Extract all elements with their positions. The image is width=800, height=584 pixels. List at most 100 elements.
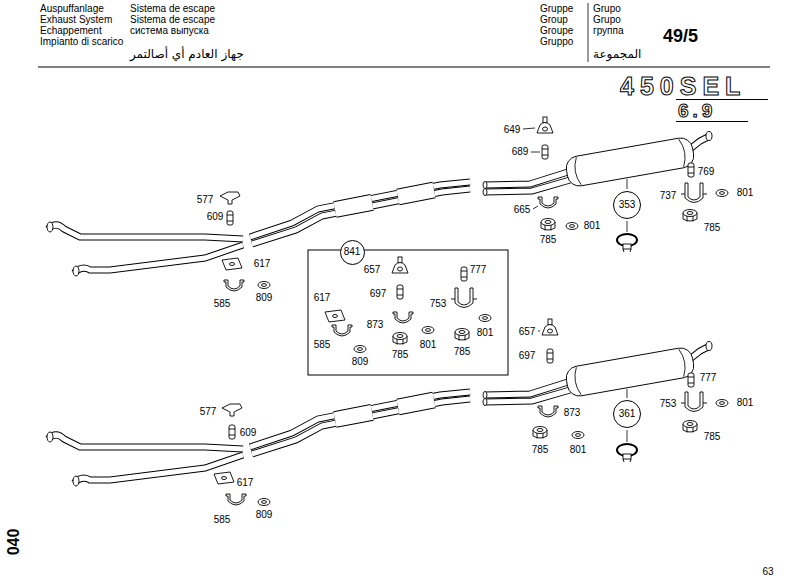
muffler	[564, 136, 695, 188]
group-number: 49/5	[663, 27, 698, 45]
front-pipe	[74, 245, 243, 273]
header-text: Exhaust System	[40, 15, 112, 25]
resonator	[398, 190, 434, 197]
header-text: جهاز العادم أي أصالتمر	[130, 48, 244, 60]
hanger	[222, 404, 242, 416]
callout-number: 785	[539, 235, 558, 245]
rubber-pin	[461, 267, 467, 281]
pipe-clamp	[538, 197, 558, 208]
leader-line	[627, 389, 628, 398]
leader-line	[533, 206, 538, 209]
washer	[258, 499, 270, 506]
callout-number: 777	[469, 265, 488, 275]
callout-number: 697	[369, 289, 388, 299]
callout-number: 873	[366, 320, 385, 330]
pipe-end	[483, 182, 487, 189]
callout-number: 585	[213, 299, 232, 309]
leader-line	[523, 128, 535, 129]
rubber-mount	[537, 117, 553, 133]
emblem-line	[676, 99, 768, 100]
nut	[455, 329, 469, 341]
middle-pipe	[252, 189, 470, 244]
leader-line	[627, 430, 628, 442]
rubber-pin	[229, 425, 235, 439]
callout-number: 785	[703, 432, 722, 442]
callout-number: 585	[313, 340, 332, 350]
header-text: Auspuffanlage	[40, 4, 104, 14]
nut	[533, 427, 547, 439]
nut	[541, 219, 555, 231]
exhaust-line	[47, 132, 712, 277]
nut	[683, 421, 697, 433]
leader-line	[538, 331, 540, 332]
callout-number: 737	[659, 191, 678, 201]
inlet-pipe	[484, 180, 570, 192]
callout-number: 617	[253, 259, 272, 269]
nut	[393, 333, 407, 345]
callout-number: 801	[476, 328, 495, 338]
callout-number: 841	[344, 247, 361, 257]
front-pipe	[48, 225, 243, 239]
callout-number: 577	[196, 195, 215, 205]
callout-number: 585	[213, 515, 232, 525]
callout-number: 753	[429, 299, 448, 309]
callout-number: 769	[697, 167, 716, 177]
callout-number: 617	[236, 478, 255, 488]
column-divider	[588, 3, 589, 62]
callout-number: 577	[199, 407, 218, 417]
washer	[354, 346, 366, 353]
pipe-clamp	[538, 406, 558, 417]
pipe-end	[483, 189, 487, 196]
washer	[566, 223, 578, 230]
u-bracket	[451, 288, 477, 308]
u-bracket	[681, 183, 707, 203]
ring-clamp	[617, 234, 637, 252]
pipe-clamp	[226, 494, 246, 505]
pipe-flange	[47, 222, 53, 232]
callout-number: 785	[391, 350, 410, 360]
front-pipe	[48, 225, 243, 239]
header-rule	[38, 67, 770, 68]
callout-number: 809	[255, 293, 274, 303]
callout-number: 753	[659, 399, 678, 409]
resonator	[398, 190, 434, 197]
header-text: Group	[540, 15, 568, 25]
callout-number: 801	[569, 445, 588, 455]
pipe-clamp	[224, 280, 244, 291]
header-text: Grupo	[593, 15, 621, 25]
callout-number: 617	[313, 293, 332, 303]
pipe-clamp	[393, 312, 413, 323]
model-emblem: 6.9	[678, 101, 716, 120]
callout-number: 657	[518, 327, 537, 337]
front-pipe	[74, 245, 243, 273]
rubber-pin	[688, 163, 694, 177]
rubber-mount	[392, 257, 408, 273]
header-text: Gruppe	[540, 4, 573, 14]
callout-number: 809	[351, 357, 370, 367]
callout-number: 785	[703, 223, 722, 233]
callout-number: 609	[206, 212, 225, 222]
bracket	[214, 472, 234, 484]
resonator	[335, 202, 372, 209]
leader-line	[531, 152, 540, 153]
bracket	[325, 310, 345, 322]
rubber-pin	[542, 145, 548, 159]
u-bracket	[681, 392, 707, 412]
leader-line	[627, 179, 628, 189]
page-number: 63	[762, 567, 773, 577]
muffler-seam	[573, 157, 581, 185]
callout-number: 809	[255, 510, 274, 520]
washer	[422, 327, 434, 334]
nut	[683, 210, 697, 222]
callout-number: 689	[511, 147, 530, 157]
exhaust-line	[47, 342, 712, 487]
washer	[716, 190, 728, 197]
header-text: Echappement	[40, 26, 102, 36]
leader-line	[627, 221, 628, 232]
model-emblem: 450SEL	[620, 74, 746, 99]
header-text: Impianto di scarico	[40, 37, 123, 47]
rubber-pin	[397, 285, 403, 299]
hanger	[220, 192, 240, 204]
page-code: 040	[6, 529, 22, 556]
resonator	[335, 202, 372, 209]
